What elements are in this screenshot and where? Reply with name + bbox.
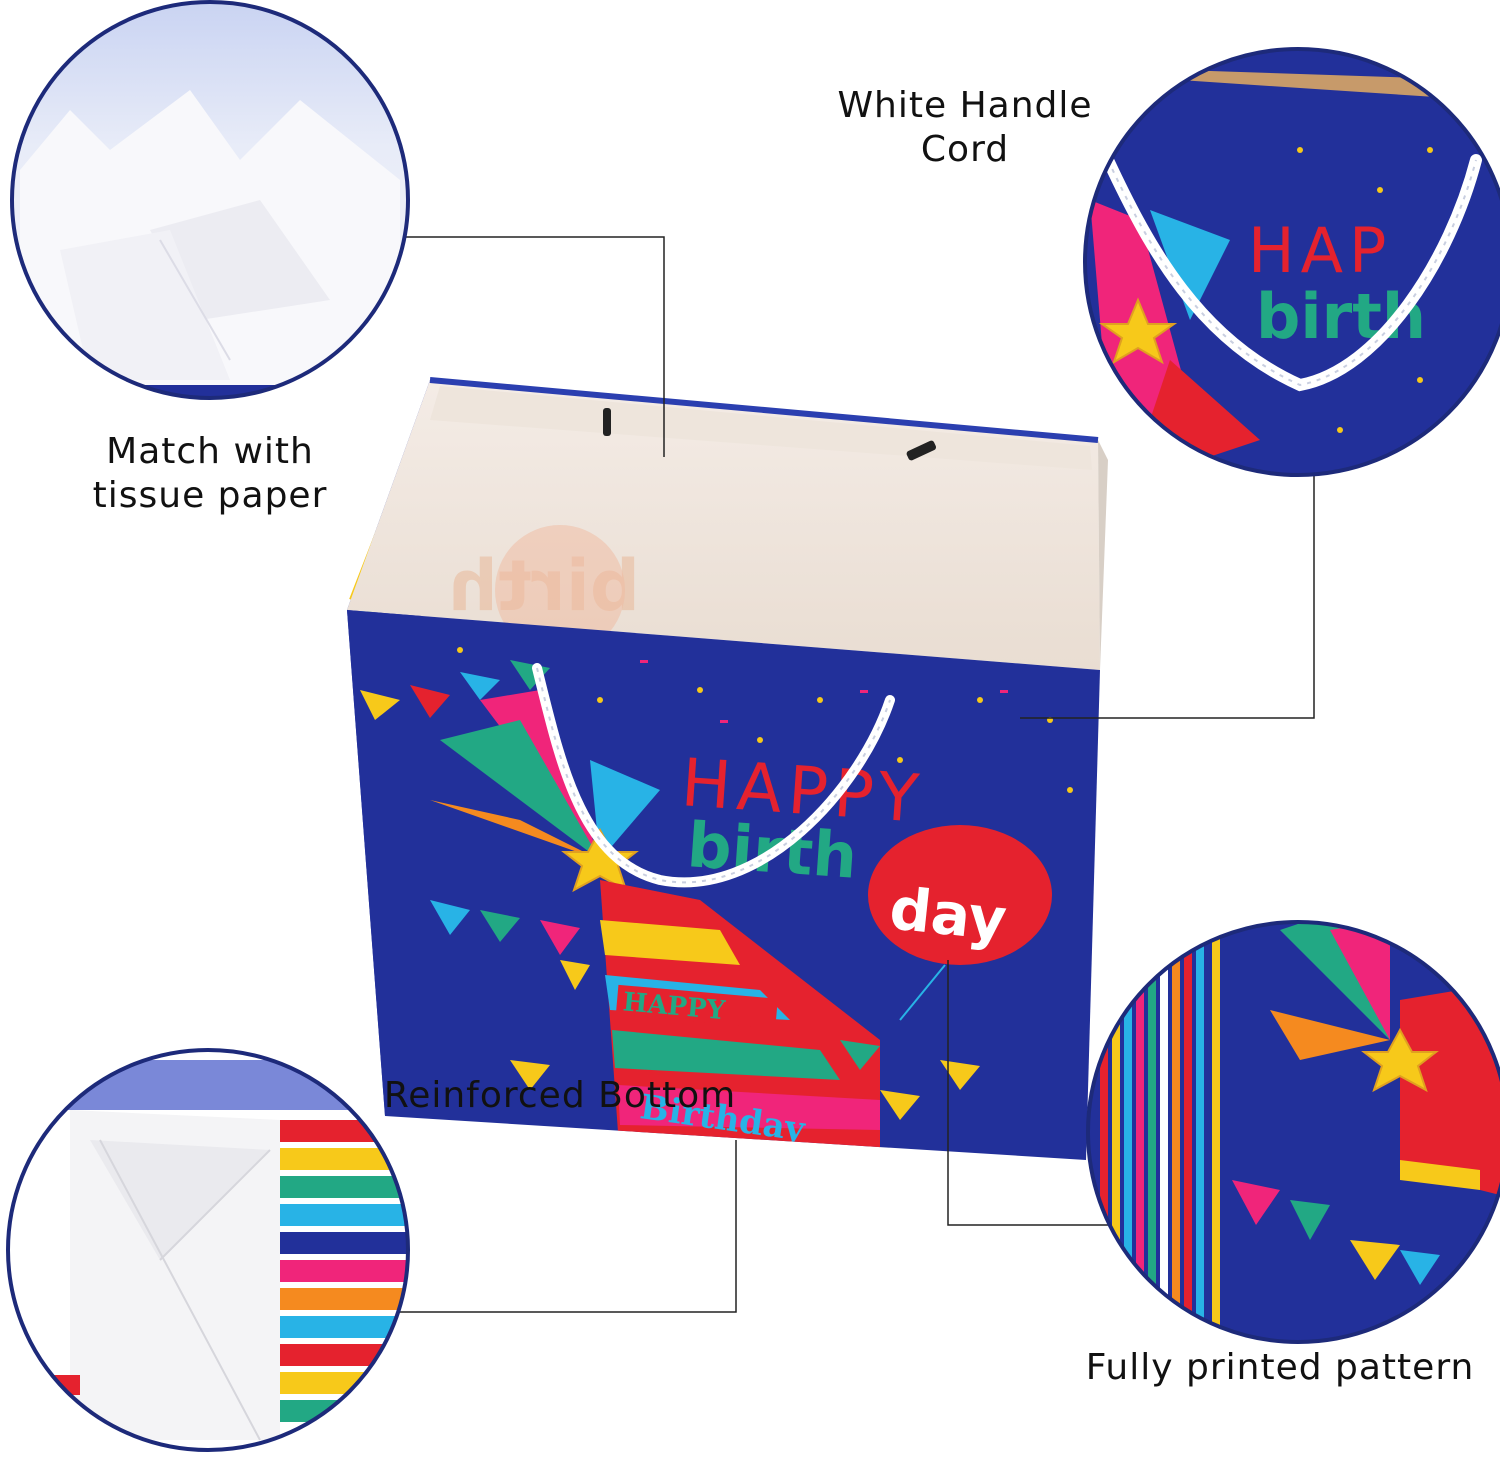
- bag-handle-cord: [532, 663, 895, 888]
- callout-handle-line2: Cord: [920, 129, 1010, 170]
- detail-handle-cord: HAP birth: [1083, 47, 1500, 477]
- bag-day-text: day: [887, 874, 1010, 954]
- callout-printed-pattern: Fully printed pattern: [1060, 1346, 1500, 1390]
- bag-main: birth: [347, 377, 1108, 1160]
- callout-reinforced-bottom: Reinforced Bottom: [340, 1074, 780, 1118]
- detail-printed-pattern: [1086, 920, 1500, 1344]
- callout-tissue-paper: Match with tissue paper: [60, 430, 360, 518]
- callout-pattern-text: Fully printed pattern: [1085, 1347, 1475, 1388]
- callout-tissue-line1: Match with: [106, 431, 314, 472]
- callout-bottom-text: Reinforced Bottom: [383, 1075, 737, 1116]
- bag-balloon: [868, 825, 1052, 965]
- callout-tissue-line2: tissue paper: [92, 475, 328, 516]
- callout-handle-cord: White Handle Cord: [800, 84, 1130, 172]
- svg-text:HAP: HAP: [1248, 214, 1392, 287]
- bag-happy-text: HAPPY: [679, 744, 927, 838]
- callout-handle-line1: White Handle: [837, 85, 1093, 126]
- detail-tissue-paper: [10, 0, 410, 400]
